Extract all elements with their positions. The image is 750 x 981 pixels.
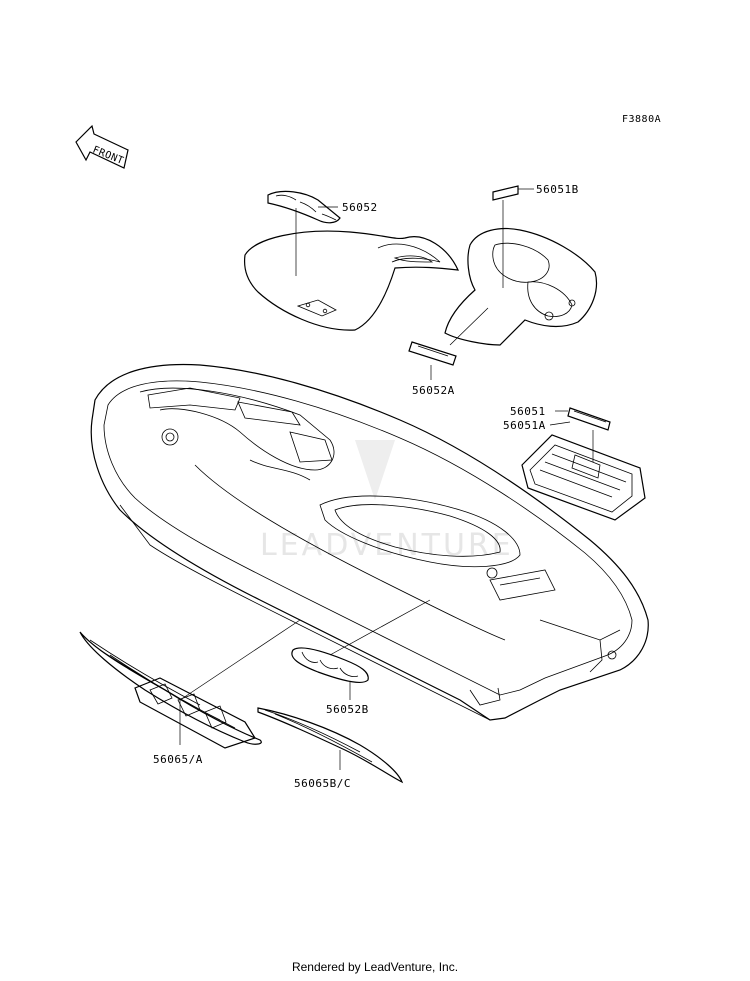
- diagram-code: F3880A: [622, 114, 661, 125]
- handlebar-pod-part: [444, 227, 598, 346]
- decal-56065BC: [257, 707, 404, 784]
- storage-box-part: [521, 434, 646, 521]
- label-56051: 56051: [510, 405, 546, 418]
- watermark: LEADVENTURE: [260, 440, 514, 563]
- label-56065BC: 56065B/C: [294, 777, 351, 790]
- decal-56052A: [408, 341, 457, 366]
- decal-56065A: [79, 631, 262, 749]
- watermark-text: LEADVENTURE: [260, 528, 514, 563]
- label-56052A: 56052A: [412, 384, 455, 397]
- label-56052B: 56052B: [326, 703, 369, 716]
- label-56051A: 56051A: [503, 419, 546, 432]
- decal-56052B: [291, 647, 369, 684]
- label-56051B: 56051B: [536, 183, 579, 196]
- label-56052: 56052: [342, 201, 378, 214]
- footer-credit: Rendered by LeadVenture, Inc.: [291, 960, 459, 974]
- label-56065A: 56065/A: [153, 753, 203, 766]
- hull-part: [90, 363, 649, 721]
- decal-56051B: [492, 185, 519, 201]
- front-label: FRONT: [91, 145, 125, 167]
- decal-56052: [267, 190, 341, 224]
- front-arrow-icon: FRONT: [75, 124, 129, 169]
- seat-cowl-part: [243, 230, 459, 331]
- decal-56051: [567, 407, 611, 431]
